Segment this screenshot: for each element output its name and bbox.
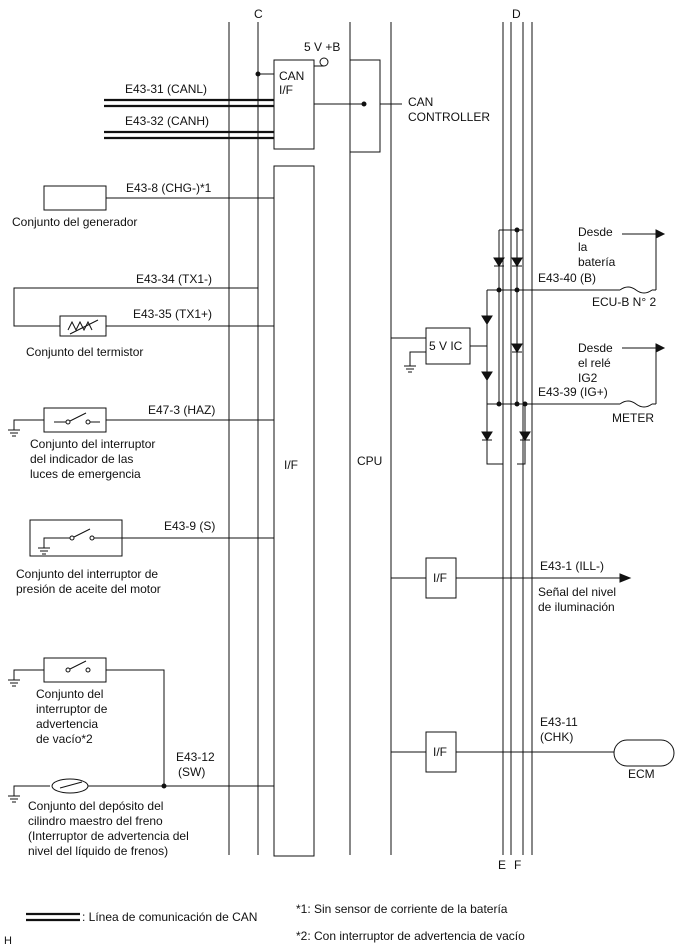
pin-chk-2: (CHK) xyxy=(540,730,573,744)
can-controller-label-1: CAN xyxy=(408,95,433,109)
brake-label-3: (Interruptor de advertencia del xyxy=(28,829,189,843)
can-high-line xyxy=(104,130,274,140)
if-ill-label: I/F xyxy=(433,571,447,585)
ecm-label: ECM xyxy=(628,767,655,781)
illum-signal-1: Señal del nivel xyxy=(538,585,616,599)
legend-can-symbol xyxy=(26,912,80,922)
vacuum-label-4: de vacío*2 xyxy=(36,732,93,746)
vacuum-label-3: advertencia xyxy=(36,717,98,731)
pin-canh: E43-32 (CANH) xyxy=(125,114,209,128)
supply-label: 5 V +B xyxy=(304,40,340,54)
battery-src-3: batería xyxy=(578,255,616,269)
brake-label-2: cilindro maestro del freno xyxy=(28,814,163,828)
oil-label-1: Conjunto del interruptor de xyxy=(16,567,158,581)
ig2-src-1: Desde xyxy=(578,341,613,355)
pin-ill: E43-1 (ILL-) xyxy=(540,559,604,573)
can-if-label-1: CAN xyxy=(279,69,304,83)
thermistor-label: Conjunto del termistor xyxy=(26,345,143,359)
ecm-box xyxy=(613,739,675,767)
pin-b: E43-40 (B) xyxy=(538,271,596,285)
bus-label-e: E xyxy=(498,858,506,872)
can-if-label-2: I/F xyxy=(279,83,293,97)
cpu-label: CPU xyxy=(357,454,382,468)
brake-reed-switch xyxy=(51,778,89,794)
battery-src-2: la xyxy=(578,240,588,254)
can-low-line xyxy=(104,98,274,108)
vacuum-label-2: interruptor de xyxy=(36,702,108,716)
legend-note-2: *2: Con interruptor de advertencia de va… xyxy=(296,929,525,943)
legend-note-1: *1: Sin sensor de corriente de la baterí… xyxy=(296,902,508,916)
thermistor-box xyxy=(59,315,107,337)
hazard-label-2: del indicador de las xyxy=(30,452,133,466)
bus-label-f: F xyxy=(514,858,521,872)
pin-s: E43-9 (S) xyxy=(164,519,215,533)
bus-label-c: C xyxy=(254,7,263,21)
brake-label-1: Conjunto del depósito del xyxy=(28,799,163,813)
generator-label: Conjunto del generador xyxy=(12,215,137,229)
can-if-block xyxy=(273,59,315,150)
main-if-block xyxy=(273,165,315,857)
can-controller-label-2: CONTROLLER xyxy=(408,110,490,124)
ig2-src-2: el relé xyxy=(578,356,611,370)
hazard-switch-box xyxy=(43,407,107,433)
vacuum-switch-box xyxy=(43,657,107,683)
pin-sw-2: (SW) xyxy=(178,765,205,779)
pin-sw-1: E43-12 xyxy=(176,750,215,764)
bus-label-d: D xyxy=(512,7,521,21)
fuse-meter: METER xyxy=(612,411,654,425)
if-chk-label: I/F xyxy=(433,745,447,759)
battery-src-1: Desde xyxy=(578,225,613,239)
main-if-label: I/F xyxy=(284,458,298,472)
corner-mark: H xyxy=(4,935,12,947)
pin-chk-1: E43-11 xyxy=(540,715,578,729)
pin-canl: E43-31 (CANL) xyxy=(125,82,207,96)
pin-tx1-minus: E43-34 (TX1-) xyxy=(136,272,212,286)
pin-ig: E43-39 (IG+) xyxy=(538,385,608,399)
fuse-ecub: ECU-B N° 2 xyxy=(592,295,656,309)
oil-label-2: presión de aceite del motor xyxy=(16,582,161,596)
hazard-label-1: Conjunto del interruptor xyxy=(30,437,155,451)
hazard-label-3: luces de emergencia xyxy=(30,467,141,481)
pin-haz: E47-3 (HAZ) xyxy=(148,403,215,417)
generator-box xyxy=(43,185,107,211)
pin-chg: E43-8 (CHG-)*1 xyxy=(126,181,212,195)
cpu-bus-pair xyxy=(349,22,392,855)
vacuum-label-1: Conjunto del xyxy=(36,687,103,701)
ig2-src-3: IG2 xyxy=(578,371,598,385)
right-bus-lines xyxy=(502,22,533,855)
pin-tx1-plus: E43-35 (TX1+) xyxy=(133,307,212,321)
if-ill-block xyxy=(425,557,457,599)
illum-signal-2: de iluminación xyxy=(538,600,615,614)
legend-can-text: : Línea de comunicación de CAN xyxy=(82,910,257,924)
brake-label-4: nivel del líquido de frenos) xyxy=(28,844,168,858)
supply-terminal xyxy=(319,57,329,67)
left-bus-pair xyxy=(228,22,259,855)
ic-5v-label: 5 V IC xyxy=(429,339,463,353)
